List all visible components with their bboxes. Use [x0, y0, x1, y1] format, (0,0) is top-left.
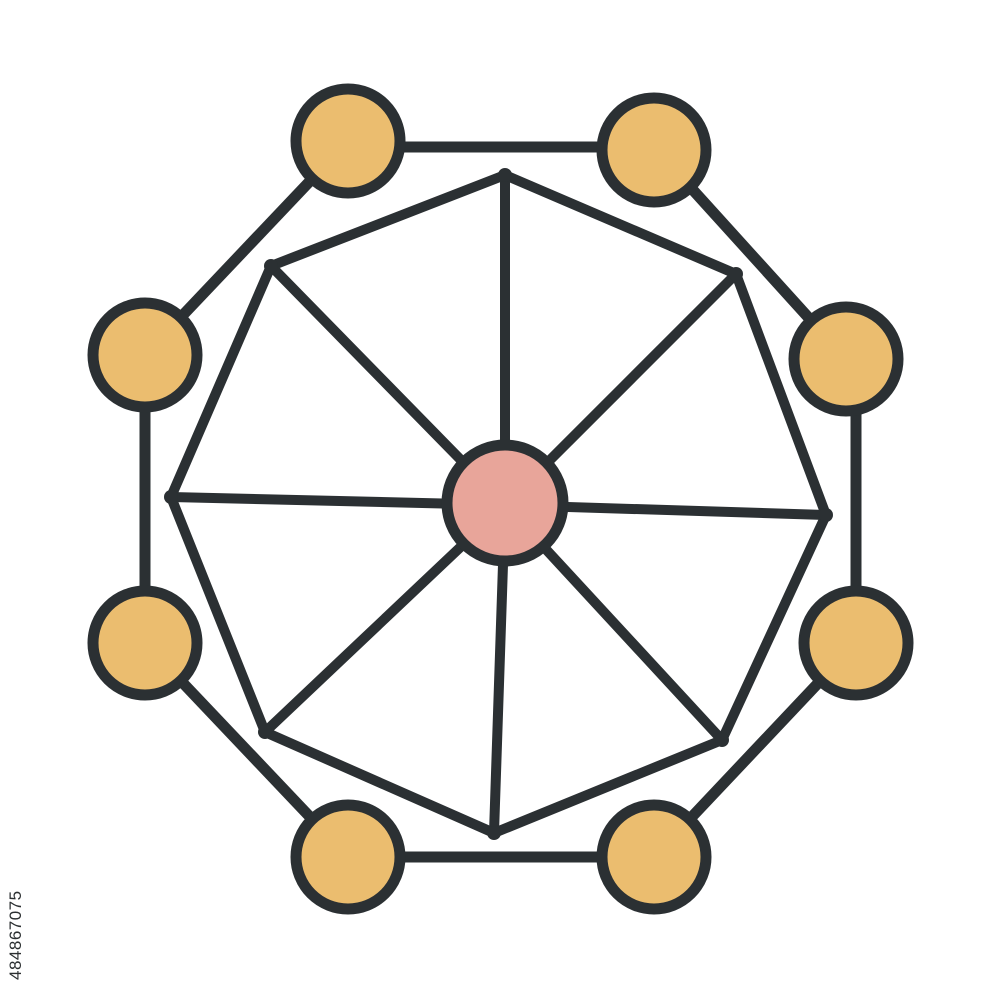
- vertex-dots: [164, 168, 833, 840]
- outer-node-icon: [87, 585, 203, 701]
- outer-node-icon: [788, 301, 904, 417]
- outer-node-icon: [290, 799, 406, 915]
- outer-node-icon: [596, 799, 712, 915]
- vertex-dot: [498, 168, 512, 182]
- vertex-dot: [729, 267, 743, 281]
- vertex-dot: [715, 733, 729, 747]
- vertex-dot: [164, 490, 178, 504]
- outer-node-icon: [798, 585, 914, 701]
- outer-nodes: [87, 83, 914, 915]
- outer-node-icon: [87, 297, 203, 413]
- vertex-dot: [819, 508, 833, 522]
- outer-node-icon: [596, 92, 712, 208]
- vertex-dot: [258, 725, 272, 739]
- stock-id-label: 484867075: [6, 890, 25, 980]
- vertex-dot: [264, 259, 278, 273]
- vertex-dot: [487, 826, 501, 840]
- hub-node-icon: [441, 439, 569, 567]
- outer-node-icon: [290, 83, 406, 199]
